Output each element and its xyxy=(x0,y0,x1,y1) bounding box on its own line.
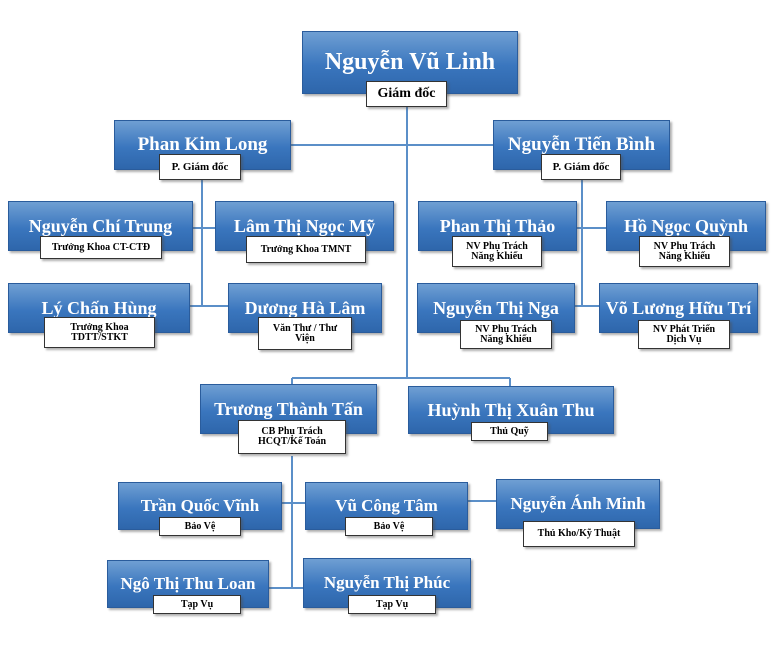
person-name: Võ Lương Hữu Trí xyxy=(605,297,752,318)
name-box[interactable]: Ngô Thị Thu Loan xyxy=(107,560,269,608)
role-box: Trưởng Khoa TDTT/STKT xyxy=(44,317,155,348)
role-box: CB Phụ Trách HCQT/Kế Toán xyxy=(238,420,346,454)
person-name: Lâm Thị Ngọc Mỹ xyxy=(233,215,376,236)
person-name: Nguyễn Vũ Linh xyxy=(324,49,496,75)
person-name: Ngô Thị Thu Loan xyxy=(120,574,256,593)
role-box: Thủ Kho/Kỹ Thuật xyxy=(523,521,635,547)
role-box: NV Phụ Trách Năng Khiếu xyxy=(460,320,552,349)
person-name: Nguyễn Chí Trung xyxy=(28,215,173,236)
role-box: Tạp Vụ xyxy=(153,595,241,614)
role-box: Tạp Vụ xyxy=(348,595,436,614)
role-label: CB Phụ Trách HCQT/Kế Toán xyxy=(257,426,327,447)
person-name: Phan Kim Long xyxy=(137,134,268,155)
name-box[interactable]: Nguyễn Ánh Minh xyxy=(496,479,660,529)
role-box: NV Phụ Trách Năng Khiếu xyxy=(452,236,542,267)
role-label: Trưởng Khoa CT-CTĐ xyxy=(51,241,151,253)
role-label: Giám đốc xyxy=(377,86,436,101)
person-name: Trương Thành Tấn xyxy=(214,398,363,419)
person-name: Vũ Công Tâm xyxy=(335,496,438,515)
role-label: NV Phụ Trách Năng Khiếu xyxy=(466,240,528,262)
role-label: Tạp Vụ xyxy=(375,598,409,610)
role-box: Bảo Vệ xyxy=(159,517,241,536)
role-box: P. Giám đốc xyxy=(541,154,621,180)
person-name: Hồ Ngọc Quỳnh xyxy=(623,215,749,236)
role-box: NV Phụ Trách Năng Khiếu xyxy=(639,236,730,267)
role-box: Bảo Vệ xyxy=(345,517,433,536)
role-label: Bảo Vệ xyxy=(373,520,405,532)
person-name: Nguyễn Tiến Bình xyxy=(507,134,656,155)
person-name: Trần Quốc Vĩnh xyxy=(140,496,260,515)
person-name: Phan Thị Thảo xyxy=(439,215,556,236)
role-label: P. Giám đốc xyxy=(171,160,229,173)
role-label: NV Phát Triển Dịch Vụ xyxy=(652,323,716,345)
role-label: Thủ Kho/Kỹ Thuật xyxy=(537,528,621,539)
role-box: P. Giám đốc xyxy=(159,154,241,180)
role-label: Tạp Vụ xyxy=(180,598,214,610)
role-label: Trưởng Khoa TMNT xyxy=(260,243,352,255)
role-label: Thủ Quỹ xyxy=(490,425,529,437)
person-name: Nguyễn Thị Phúc xyxy=(323,573,451,592)
person-name: Nguyễn Ánh Minh xyxy=(510,494,646,513)
role-box: Văn Thư / Thư Viện xyxy=(258,317,352,350)
role-box: Trưởng Khoa TMNT xyxy=(246,236,366,263)
role-label: NV Phụ Trách Năng Khiếu xyxy=(653,240,716,262)
name-box[interactable]: Nguyễn Thị Nga xyxy=(417,283,575,333)
role-box: Thủ Quỹ xyxy=(471,422,548,441)
role-label: P. Giám đốc xyxy=(552,160,610,173)
person-name: Dương Hà Lâm xyxy=(244,297,366,318)
role-box: Trưởng Khoa CT-CTĐ xyxy=(40,236,162,259)
role-box: Giám đốc xyxy=(366,81,447,107)
role-label: Trưởng Khoa TDTT/STKT xyxy=(70,321,129,343)
role-box: NV Phát Triển Dịch Vụ xyxy=(638,320,730,349)
name-box[interactable]: Trần Quốc Vĩnh xyxy=(118,482,282,530)
person-name: Huỳnh Thị Xuân Thu xyxy=(427,399,595,420)
role-label: NV Phụ Trách Năng Khiếu xyxy=(475,323,537,345)
person-name: Lý Chấn Hùng xyxy=(41,297,157,318)
person-name: Nguyễn Thị Nga xyxy=(433,297,559,318)
role-label: Văn Thư / Thư Viện xyxy=(272,322,338,344)
role-label: Bảo Vệ xyxy=(184,520,216,532)
